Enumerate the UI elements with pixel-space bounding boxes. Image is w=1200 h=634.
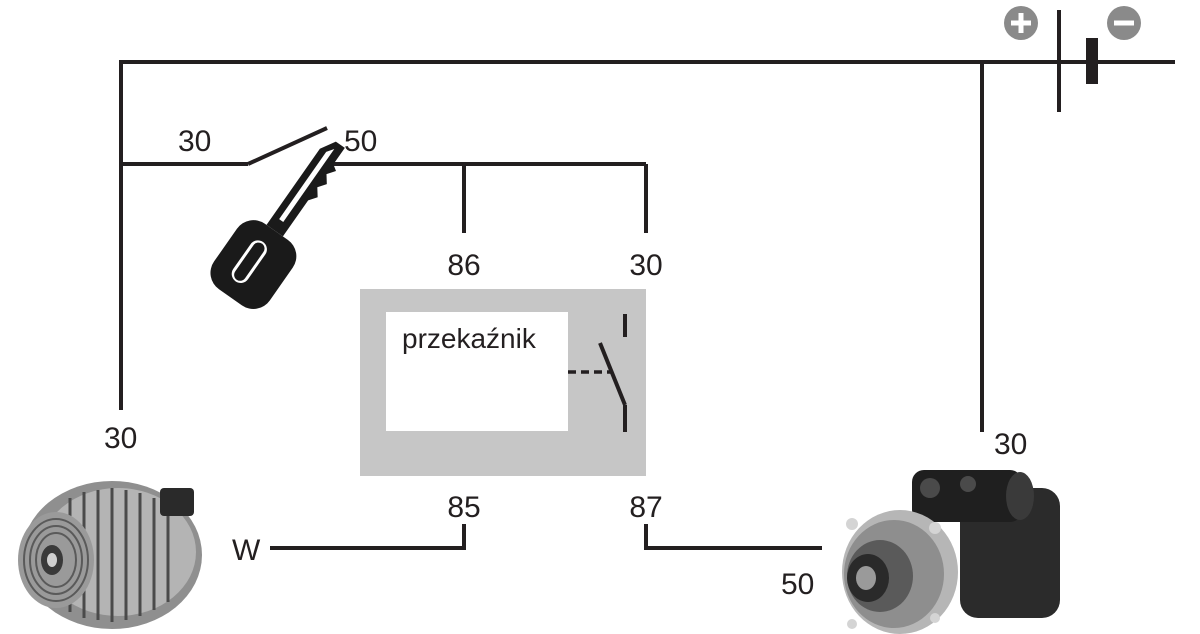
wires <box>119 60 1175 550</box>
relay-coil-box <box>386 312 568 431</box>
label-relay-86: 86 <box>447 249 480 282</box>
ignition-switch-contact <box>247 126 328 166</box>
label-starter-30: 30 <box>994 428 1027 461</box>
relay-contact-blade <box>598 342 627 406</box>
label-relay-30: 30 <box>629 249 662 282</box>
label-alternator-30: 30 <box>104 422 137 455</box>
wire-relay-87-to-starter-50 <box>644 524 822 550</box>
label-relay-87: 87 <box>629 491 662 524</box>
label-ignition-50: 50 <box>344 125 377 158</box>
battery-plus-icon <box>1004 6 1038 40</box>
label-ignition-30: 30 <box>178 125 211 158</box>
starter-motor-icon <box>842 470 1060 634</box>
label-relay-85: 85 <box>447 491 480 524</box>
label-starter-50: 50 <box>781 568 814 601</box>
battery <box>1004 6 1141 112</box>
ignition-key-icon <box>210 141 345 309</box>
relay: przekaźnik <box>360 289 646 476</box>
battery-minus-icon <box>1107 6 1141 40</box>
label-alternator-w: W <box>232 534 261 567</box>
terminal-labels: 30 50 86 30 85 87 30 W 30 50 <box>104 125 1027 601</box>
alternator-icon <box>18 481 202 629</box>
relay-label: przekaźnik <box>402 323 537 354</box>
wire-relay-85-to-w <box>270 524 466 550</box>
battery-negative-plate <box>1086 38 1098 84</box>
wire-battery-main <box>119 60 1175 410</box>
